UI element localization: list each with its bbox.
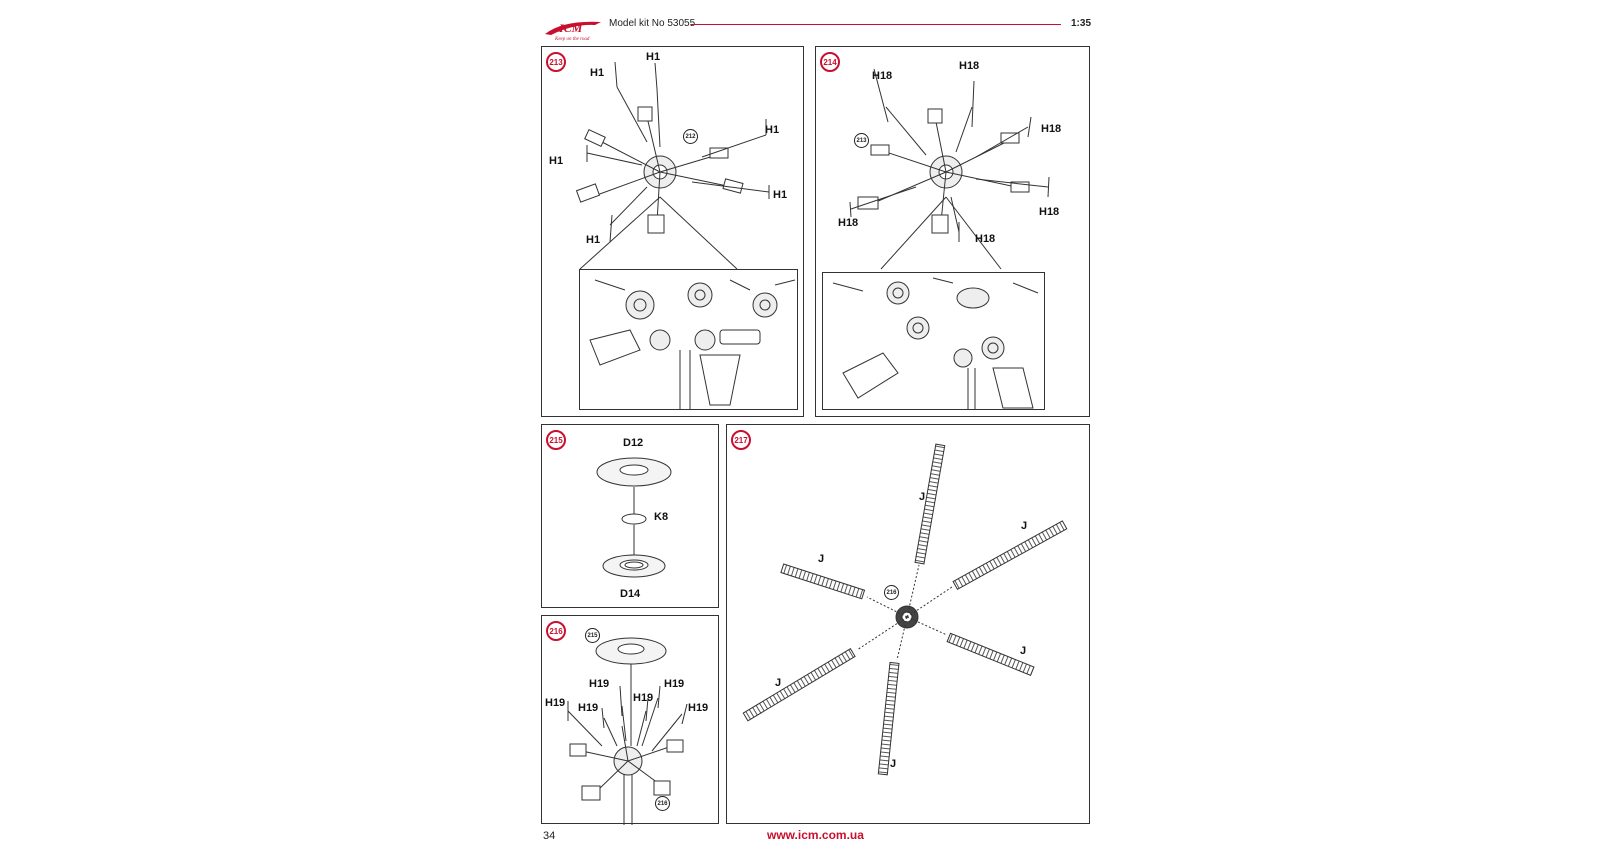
rotor-head-detail-drawing <box>823 273 1045 410</box>
icm-logo: ICM Keep on the road <box>545 21 601 42</box>
part-label-h1: H1 <box>586 234 601 246</box>
step-213-detail-inset <box>579 269 798 410</box>
part-label-h18: H18 <box>1039 206 1060 218</box>
part-label-j: J <box>919 491 926 503</box>
kit-number-label: Model kit No 53055 <box>609 18 696 29</box>
step-214-panel: 214 213 H18 H18 H18 H18 H18 H18 <box>815 46 1090 417</box>
page-number: 34 <box>543 830 556 842</box>
part-label-h18: H18 <box>975 233 996 245</box>
step-number-badge: 217 <box>731 430 751 450</box>
part-label-h1: H1 <box>549 155 564 167</box>
part-label-h18: H18 <box>838 217 859 229</box>
part-label-h18: H18 <box>872 70 893 82</box>
part-label-h19: H19 <box>633 692 654 704</box>
part-label-h18: H18 <box>959 60 980 72</box>
washer-assembly-drawing <box>542 425 720 609</box>
part-label-h1: H1 <box>590 67 605 79</box>
svg-text:ICM: ICM <box>558 21 583 35</box>
part-label-h19: H19 <box>688 702 709 714</box>
svg-text:Keep on the road: Keep on the road <box>554 37 590 42</box>
step-number-badge: 214 <box>820 52 840 72</box>
part-label-h19: H19 <box>545 697 566 709</box>
part-label-j: J <box>890 758 897 770</box>
rotor-head-drawing <box>542 47 805 418</box>
header-rule <box>691 24 1061 25</box>
step-reference-badge: 215 <box>585 628 600 643</box>
step-reference-badge: 216 <box>655 796 670 811</box>
part-label-j: J <box>1020 645 1027 657</box>
rotor-hub-assembly-drawing <box>542 616 720 825</box>
step-215-panel: 215 D12 K8 D14 <box>541 424 719 608</box>
part-label-h19: H19 <box>664 678 685 690</box>
step-number-badge: 216 <box>546 621 566 641</box>
part-label-h1: H1 <box>773 189 788 201</box>
rotor-head-detail-drawing <box>580 270 798 410</box>
step-reference-badge: 212 <box>683 129 698 144</box>
part-label-h1: H1 <box>646 51 661 63</box>
step-number-badge: 215 <box>546 430 566 450</box>
step-reference-badge: 213 <box>854 133 869 148</box>
scale-label: 1:35 <box>1071 18 1092 29</box>
part-label-j: J <box>775 677 782 689</box>
part-label-h19: H19 <box>578 702 599 714</box>
step-217-panel: 217 216 J J J J J J <box>726 424 1090 824</box>
part-label-h18: H18 <box>1041 123 1062 135</box>
website-link[interactable]: www.icm.com.ua <box>767 828 864 842</box>
part-label-d14: D14 <box>620 588 641 600</box>
step-number-badge: 213 <box>546 52 566 72</box>
part-label-j: J <box>818 553 825 565</box>
rotor-head-drawing <box>816 47 1091 418</box>
step-reference-badge: 216 <box>884 585 899 600</box>
part-label-h19: H19 <box>589 678 610 690</box>
main-rotor-blades-drawing <box>727 425 1091 825</box>
step-216-panel: 216 215 216 H19 H19 H19 H19 H19 H19 <box>541 615 719 824</box>
step-214-detail-inset <box>822 272 1045 410</box>
part-label-d12: D12 <box>623 437 644 449</box>
part-label-h1: H1 <box>765 124 780 136</box>
part-label-j: J <box>1021 520 1028 532</box>
part-label-k8: K8 <box>654 511 669 523</box>
step-213-panel: 213 212 H1 H1 H1 H1 H1 H1 <box>541 46 804 417</box>
